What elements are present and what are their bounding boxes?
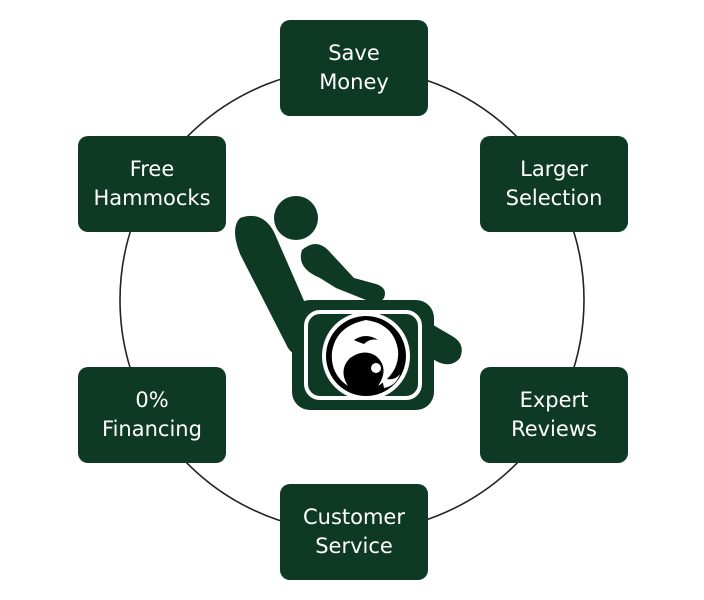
larger-selection-box[interactable]: Larger Selection bbox=[480, 136, 628, 232]
save-money-line2: Money bbox=[319, 70, 389, 94]
customer-service-line2: Service bbox=[315, 534, 393, 558]
save-money-box[interactable]: Save Money bbox=[280, 20, 428, 116]
expert-reviews-line1: Expert bbox=[519, 388, 589, 412]
larger-selection-line2: Selection bbox=[505, 186, 603, 210]
customer-service-line1: Customer bbox=[302, 505, 405, 529]
massage-chair-icon bbox=[235, 196, 462, 410]
customer-service-box[interactable]: Customer Service bbox=[280, 484, 428, 580]
free-hammocks-line2: Hammocks bbox=[93, 186, 211, 210]
free-hammocks-line1: Free bbox=[129, 157, 175, 181]
save-money-line1: Save bbox=[328, 41, 380, 65]
larger-selection-line1: Larger bbox=[520, 157, 588, 181]
financing-line1: 0% bbox=[135, 388, 169, 412]
expert-reviews-line2: Reviews bbox=[511, 417, 597, 441]
expert-reviews-box[interactable]: Expert Reviews bbox=[480, 367, 628, 463]
free-hammocks-box[interactable]: Free Hammocks bbox=[78, 136, 226, 232]
financing-line2: Financing bbox=[102, 417, 202, 441]
dragon-logo-icon bbox=[322, 312, 410, 400]
financing-box[interactable]: 0% Financing bbox=[78, 367, 226, 463]
